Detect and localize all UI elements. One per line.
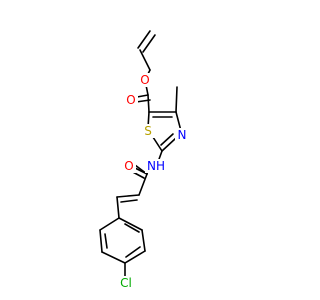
bond-carbonyl-ring	[147, 94, 150, 113]
bond-ar-2-3	[141, 229, 146, 252]
amide-nh-label: NH	[147, 159, 165, 173]
atom-labels: O O N S NH O Cl	[117, 73, 189, 290]
bond-alkene-aryl	[116, 196, 120, 219]
bond-vinyl-double-b	[142, 34, 156, 53]
bond-ar-3-4	[124, 250, 146, 264]
bond-vinyl-double-a	[137, 30, 151, 49]
bond-c4-n3	[175, 111, 182, 132]
bond-carbonyl-alkene	[138, 173, 148, 196]
bond-c4-methyl	[175, 86, 178, 113]
thiazole-sulfur-label: S	[144, 124, 152, 138]
bond-n3-c2-b	[160, 133, 174, 146]
amide-oxygen-label: O	[124, 159, 133, 173]
bond-ar-1-2	[118, 217, 143, 231]
molecule-drawing: O O N S NH O Cl	[99, 30, 189, 290]
bond-ar-6-1	[99, 217, 120, 231]
alkene-group	[116, 194, 140, 219]
ester-oxygen-label: O	[140, 73, 149, 87]
bond-ar-inner-c	[104, 233, 108, 249]
bond-vinyl-ch2	[139, 49, 151, 71]
thiazole-nitrogen-label: N	[178, 128, 187, 142]
bond-ar-5-6	[99, 229, 103, 253]
thiazole-ring	[147, 86, 182, 152]
bond-ar-inner-a	[124, 223, 140, 233]
bond-alkene-double-b	[120, 199, 138, 203]
bond-ar-inner-b	[125, 246, 141, 258]
structure-canvas: O O N S NH O Cl	[99, 30, 189, 290]
bond-n3-c2-a	[161, 137, 177, 152]
bond-alkene-double-a	[116, 194, 140, 198]
phenyl-ring	[99, 217, 146, 277]
carbonyl-oxygen-label: O	[126, 93, 135, 107]
bond-ar-4-5	[101, 251, 126, 264]
chlorine-label: Cl	[120, 276, 132, 290]
bond-carbonyl-o-double-b	[135, 99, 151, 103]
bond-carbonyl-o-double-a	[136, 94, 149, 98]
